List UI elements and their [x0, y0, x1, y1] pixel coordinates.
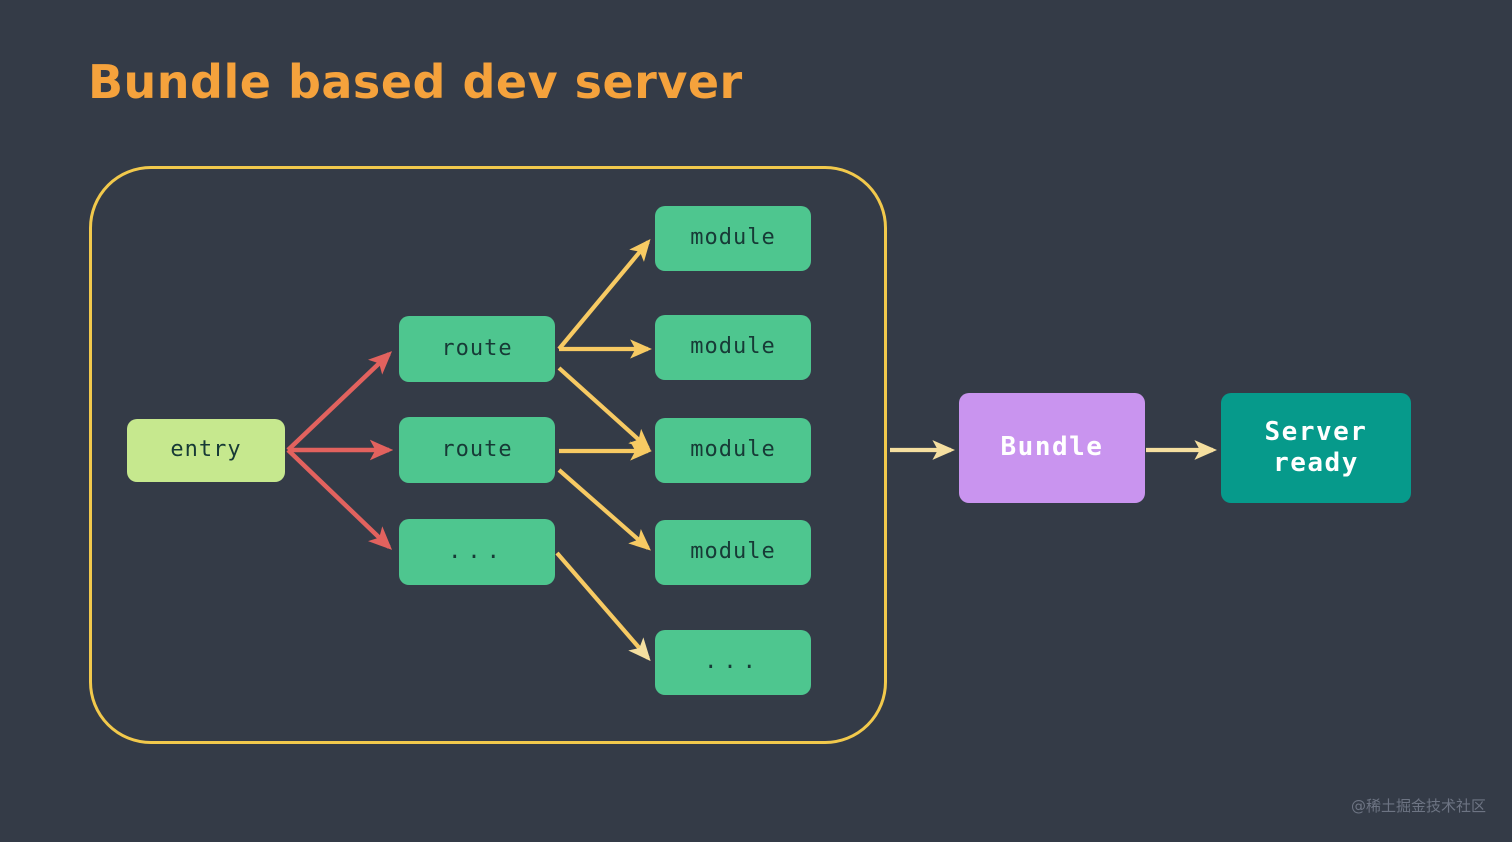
watermark: @稀土掘金技术社区 — [1350, 797, 1486, 815]
node-server-ready[interactable]: Server ready — [1221, 393, 1411, 503]
node-module-3[interactable]: module — [655, 418, 811, 483]
bundle-graph-group-outline — [89, 166, 887, 744]
node-route-1[interactable]: route — [399, 316, 555, 382]
node-route-more-label: ... — [448, 538, 506, 564]
node-module-3-label: module — [690, 437, 776, 463]
node-entry-label: entry — [170, 437, 242, 463]
node-module-1[interactable]: module — [655, 206, 811, 271]
node-route-1-label: route — [441, 335, 513, 361]
node-route-2[interactable]: route — [399, 417, 555, 483]
node-route-2-label: route — [441, 436, 513, 462]
node-module-more[interactable]: ... — [655, 630, 811, 695]
node-bundle[interactable]: Bundle — [959, 393, 1145, 503]
node-bundle-label: Bundle — [1000, 432, 1104, 463]
node-module-1-label: module — [690, 225, 776, 251]
node-entry[interactable]: entry — [127, 419, 285, 482]
node-server-ready-label: Server ready — [1264, 416, 1368, 478]
node-module-4[interactable]: module — [655, 520, 811, 585]
page-title: Bundle based dev server — [88, 55, 743, 109]
node-module-more-label: ... — [704, 649, 762, 675]
node-module-2-label: module — [690, 334, 776, 360]
node-module-4-label: module — [690, 539, 776, 565]
node-module-2[interactable]: module — [655, 315, 811, 380]
node-route-more[interactable]: ... — [399, 519, 555, 585]
